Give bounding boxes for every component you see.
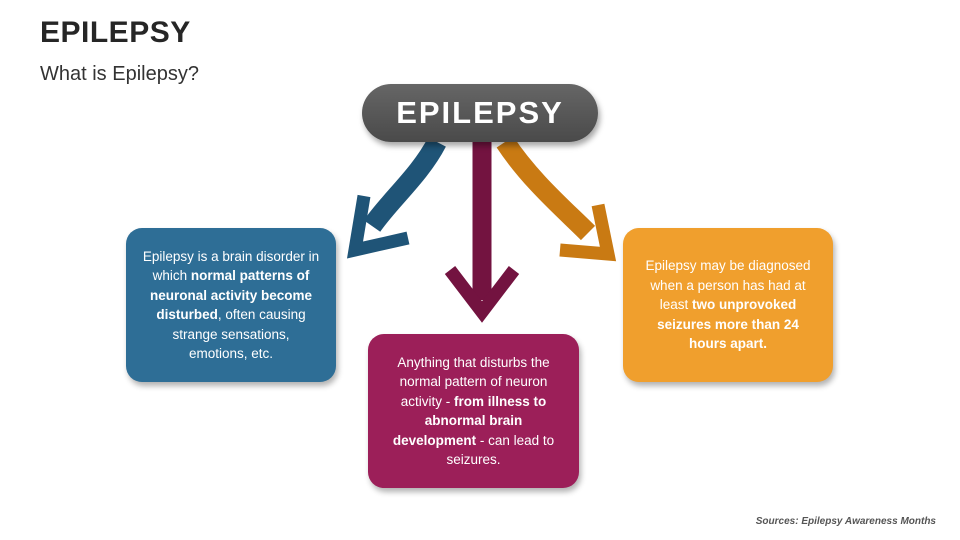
center-pill: EPILEPSY: [362, 84, 598, 142]
definition-text: Epilepsy is a brain disorder in which no…: [142, 248, 320, 362]
cause-box: Anything that disturbs the normal patter…: [368, 334, 579, 488]
arrow-right-head: [559, 203, 617, 262]
diagnosis-text: Epilepsy may be diagnosed when a person …: [645, 258, 811, 352]
arrow-to-left-box: [363, 137, 446, 232]
definition-box: Epilepsy is a brain disorder in which no…: [126, 228, 336, 382]
arrow-to-right-box: [496, 136, 596, 241]
arrow-middle-head: [444, 266, 520, 323]
arrow-left-head: [346, 194, 410, 259]
slide-title: EPILEPSY: [40, 16, 191, 49]
slide-subtitle: What is Epilepsy?: [40, 63, 199, 85]
diagnosis-box: Epilepsy may be diagnosed when a person …: [623, 228, 833, 382]
center-label: EPILEPSY: [396, 95, 564, 130]
cause-text: Anything that disturbs the normal patter…: [392, 354, 555, 468]
source-note: Sources: Epilepsy Awareness Months: [755, 516, 936, 527]
